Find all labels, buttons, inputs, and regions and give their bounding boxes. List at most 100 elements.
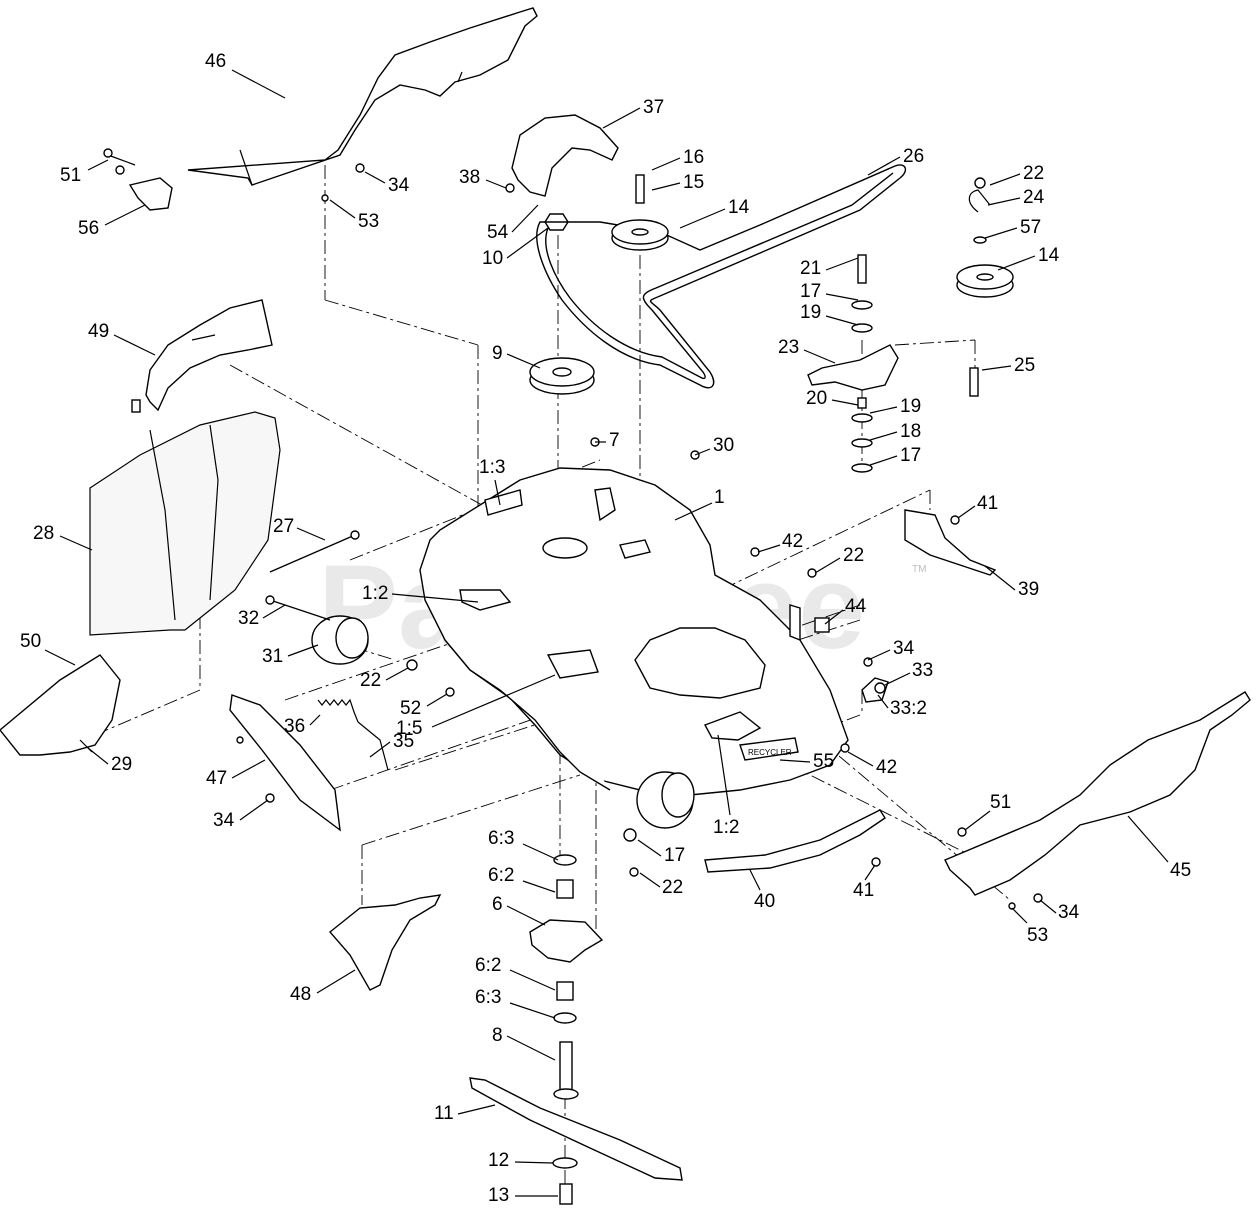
callout-leader-line [309,714,321,726]
callout-label: 1:5 [396,718,422,739]
part-9-main-pulley [529,357,595,395]
callout-label: 6:3 [488,828,514,849]
callout-label: 38 [459,167,480,188]
callout-label: 15 [683,172,704,193]
callout-label: 53 [1027,925,1048,946]
callout-leader-line [59,535,93,551]
callout-label: 1 [714,487,725,508]
part-28-side-shield [89,411,281,636]
part-31-gauge-wheel [265,595,369,665]
callout-label: 35 [393,731,414,752]
callout-label: 41 [853,880,874,901]
callout-leader-line [385,667,409,681]
part-36-spring [317,698,389,771]
callout-label: 34 [213,810,235,831]
callout-leader-line [964,810,991,831]
callout-label: 27 [273,516,294,537]
callout-leader-line [329,199,356,219]
callout-label: 50 [20,631,41,652]
part-14-idler-pulley-right [956,177,1014,298]
callout-label: 42 [782,531,803,552]
callout-leader-line [239,799,269,821]
deck-front-wheel [636,771,695,829]
callout-leader-line [867,156,901,176]
callout-label: 9 [492,343,503,364]
callout-label: 6 [492,894,503,915]
callout-label: 18 [900,421,921,442]
callout-leader-line [1011,907,1028,924]
part-56-bracket [103,148,173,211]
callout-leader-line [262,604,286,619]
callout-leader-line [981,365,1012,371]
callout-leader-line [522,843,559,861]
recycler-decal: RECYCLER [748,748,792,757]
part-39-plate [904,509,997,576]
callout-leader-line [1127,815,1169,863]
part-40-baffle [704,809,886,873]
callout-leader-line [602,107,641,129]
callout-label: 1:2 [362,583,388,604]
callout-leader-line [316,969,356,994]
callout-label: 53 [358,211,379,232]
callout-label: 49 [88,321,109,342]
callout-leader-line [87,747,109,765]
callout-label: 25 [1014,355,1035,376]
callout-label: 11 [434,1103,454,1124]
callout-leader-line [639,872,661,888]
part-45-height-rod [944,691,1251,896]
callout-leader-line [984,227,1018,239]
callout-label: 51 [990,792,1011,813]
part-26-belt [536,164,907,389]
callout-leader-line [506,353,541,369]
callout-label: 16 [683,147,704,168]
callout-label: 46 [205,51,226,72]
part-23-idler-arm [807,254,979,473]
callout-leader-line [87,159,109,171]
callout-leader-line [522,880,556,893]
callout-leader-line [231,69,286,99]
callout-leader-line [814,557,841,574]
part-13-bolt [559,1183,573,1205]
callout-label: 19 [800,302,821,323]
callout-label: 10 [482,248,503,269]
callout-label: 33 [912,660,933,681]
callout-label: 45 [1170,860,1191,881]
part-11-blade [469,1077,683,1181]
callout-label: 1:2 [713,817,739,838]
callout-label: 40 [754,891,775,912]
callout-label: 47 [206,768,227,789]
callout-label: 24 [1023,187,1045,208]
callout-label: 34 [893,638,915,659]
callout-label: 6:2 [475,955,501,976]
callout-leader-line [506,1035,556,1061]
callout-label: 39 [1018,579,1039,600]
callout-leader-line [717,734,731,816]
callout-label: 42 [876,757,897,778]
callout-leader-line [757,544,781,553]
callout-leader-line [296,527,326,541]
callout-leader-line [104,204,146,226]
part-12-washer [552,1157,578,1169]
callout-leader-line [651,157,681,171]
callout-label: 17 [900,445,921,466]
callout-leader-line [825,257,859,271]
callout-leader-line [231,759,266,779]
callout-label: 34 [1058,902,1080,923]
part-49-guard [131,299,273,413]
callout-label: 6:3 [475,987,501,1008]
callout-leader-line [984,565,1016,591]
callout-leader-line [509,969,556,991]
callout-leader-line [511,204,539,233]
callout-label: 31 [262,646,283,667]
callout-leader-line [825,315,859,326]
callout-label: 26 [903,146,924,167]
callout-label: 51 [60,165,81,186]
part-46-height-rod [187,7,538,186]
part-6-spindle-stack [529,854,604,1100]
callout-leader-line [651,182,681,191]
callout-leader-line [514,1161,554,1164]
callout-label: 8 [492,1025,503,1046]
part-33-bracket [861,677,889,703]
